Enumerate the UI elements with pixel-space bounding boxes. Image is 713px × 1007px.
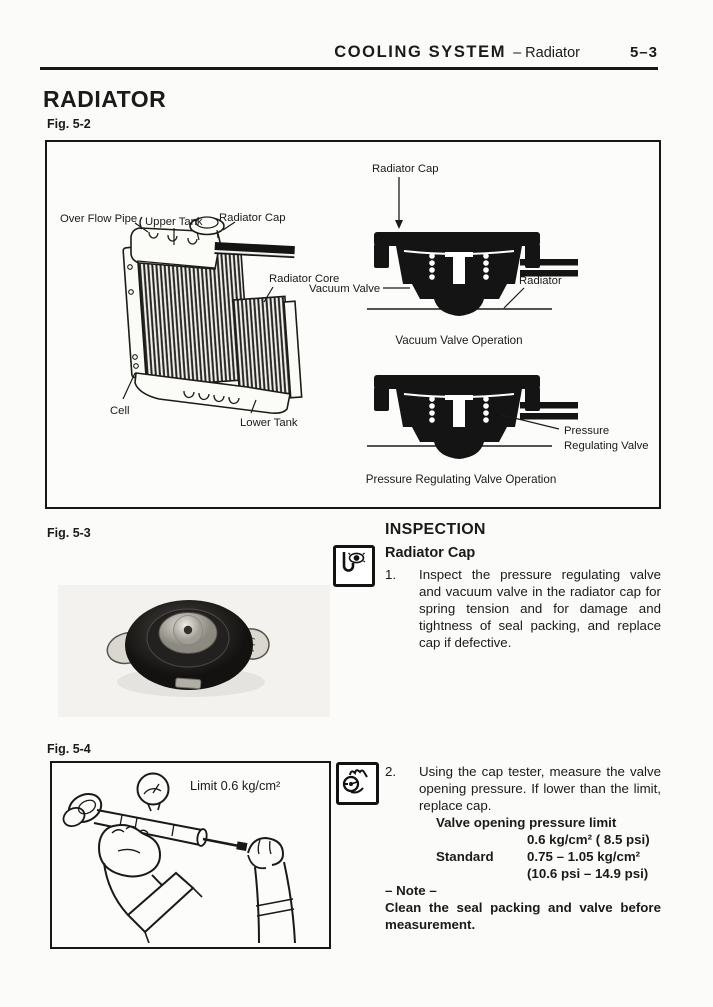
step-1-number: 1. [385,567,397,582]
label-vacuum-valve: Vacuum Valve [309,283,380,295]
note-heading: – Note – [385,883,437,898]
step-2-text: Using the cap tester, measure the valve … [419,764,661,813]
label-upper-tank: Upper Tank [145,216,203,228]
step-2: 2. Using the cap tester, measure the val… [385,763,661,814]
header-section: COOLING SYSTEM [334,43,507,61]
label-pressure-valve-2: Regulating Valve [564,440,649,452]
radiator-cap-photo [58,585,330,717]
label-radiator: Radiator [519,275,562,287]
spec-standard-row: Standard 0.75 – 1.05 kg/cm² [436,848,661,865]
header-page-number: 5–3 [629,44,658,61]
spec-standard-psi: (10.6 psi – 14.9 psi) [527,866,649,881]
note-text: Clean the seal packing and valve before … [385,900,661,932]
label-pressure-valve-1: Pressure [564,425,609,437]
fig4-figure-box: Limit 0.6 kg/cm² [50,761,331,949]
step-1: 1. Inspect the pressure regulating valve… [385,566,661,651]
label-cell: Cell [110,405,129,417]
label-over-flow-pipe: Over Flow Pipe [60,213,137,225]
radiator-cap-subheading: Radiator Cap [385,545,476,561]
label-radiator-core: Radiator Core [269,273,339,285]
radiator-illustration [122,216,303,414]
caption-vacuum-valve-operation: Vacuum Valve Operation [395,334,522,347]
hand-gauge-icon [342,769,368,794]
label-radiator-cap: Radiator Cap [219,212,286,224]
measure-icon [336,762,379,805]
measurement-section: 2. Using the cap tester, measure the val… [385,763,661,933]
step-1-text: Inspect the pressure regulating valve an… [419,567,661,650]
header-rule [40,67,658,70]
caption-pressure-valve-operation: Pressure Regulating Valve Operation [366,473,557,486]
spec-standard-label: Standard [436,849,494,864]
spec-standard-value: 0.75 – 1.05 kg/cm² [527,849,641,864]
fig3-label: Fig. 5-3 [47,526,91,540]
leader-lines [122,221,274,414]
cap-cross-section-vacuum: Radiator Cap Vacuum Valve Radiator Vacuu… [309,163,579,347]
spec-title: Valve opening pressure limit [436,815,617,830]
label-lower-tank: Lower Tank [240,417,298,429]
step-2-number: 2. [385,764,397,779]
label-limit: Limit 0.6 kg/cm² [190,778,281,793]
spec-limit-value: 0.6 kg/cm² ( 8.5 psi) [527,832,650,847]
eye-dipstick-icon [342,552,366,572]
page-title: RADIATOR [43,86,167,112]
header-topic: – Radiator [513,45,580,61]
spec-block: Valve opening pressure limit 0.6 kg/cm² … [385,814,661,882]
cap-cross-section-pressure: Pressure Regulating Valve Pressure Regul… [366,374,649,486]
cap-tester-illustration: Limit 0.6 kg/cm² [62,772,296,943]
fig2-figure-box: Over Flow Pipe Upper Tank Radiator Cap R… [45,140,661,509]
fig4-label: Fig. 5-4 [47,742,91,756]
inspection-section: INSPECTION Radiator Cap 1. Inspect the p… [385,521,661,651]
radiator-diagram: Over Flow Pipe Upper Tank Radiator Cap R… [60,163,649,486]
inspection-heading: INSPECTION [385,521,486,538]
fig2-label: Fig. 5-2 [47,117,91,131]
label-radiator-cap-top: Radiator Cap [372,163,439,175]
inspect-icon [333,545,375,587]
page-header: COOLING SYSTEM – Radiator 5–3 [334,43,658,62]
